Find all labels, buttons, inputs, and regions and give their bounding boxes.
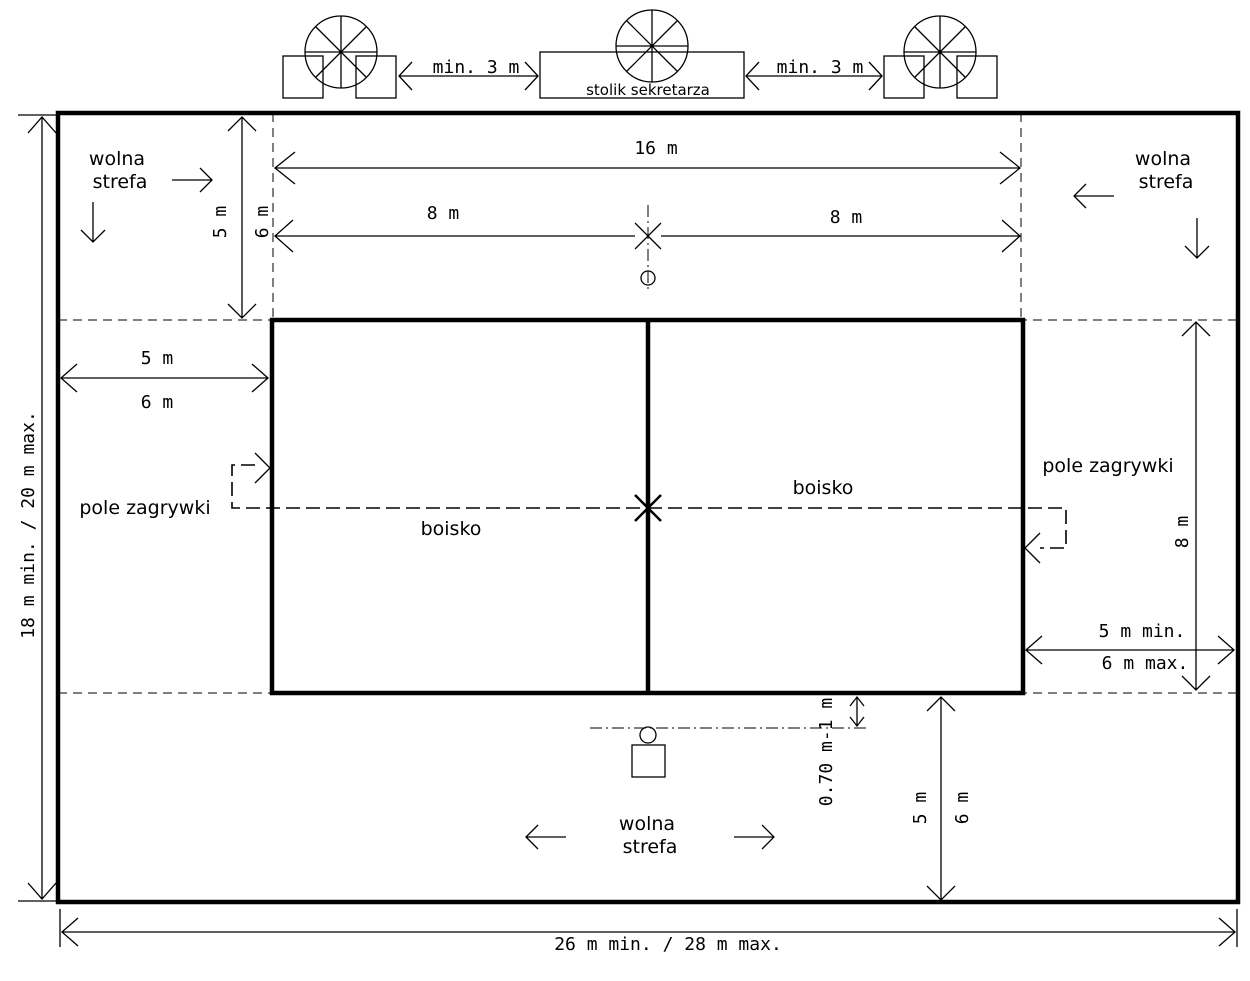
chair-center: [615, 9, 689, 83]
serve-path-left: [231, 464, 648, 509]
free-zone-label-top-left: wolna strefa: [89, 148, 151, 193]
svg-text:8 m: 8 m: [830, 207, 863, 228]
dim-right-zone: 5 m min. 6 m max.: [1025, 621, 1235, 674]
referee-first-mark: [640, 270, 656, 286]
free-zone-label-top-right: wolna strefa: [1135, 148, 1197, 193]
scorer-table-label: stolik sekretarza: [586, 81, 710, 99]
free-zone-label-bottom: wolna strefa: [619, 813, 681, 858]
dim-total-width: 18 m min. / 20 m max.: [18, 114, 57, 902]
serve-area-label-left: pole zagrywki: [79, 497, 210, 519]
table-gap-left-label: min. 3 m: [433, 57, 520, 78]
free-zone-arrow-right: [172, 167, 213, 193]
svg-text:0.70 m-1 m: 0.70 m-1 m: [816, 698, 837, 806]
serve-arrow-right: [1024, 532, 1041, 564]
svg-text:5 m: 5 m: [210, 206, 231, 239]
court-label-left: boisko: [421, 518, 482, 540]
svg-text:6 m: 6 m: [141, 392, 174, 413]
svg-text:6 m: 6 m: [252, 206, 273, 239]
svg-text:6 m max.: 6 m max.: [1102, 653, 1189, 674]
scorer-table: [539, 51, 745, 99]
serve-path-right: [648, 507, 1067, 549]
svg-text:5 m: 5 m: [141, 348, 174, 369]
net-post-mark: [634, 222, 662, 250]
svg-text:6 m: 6 m: [952, 792, 973, 825]
svg-text:26 m min. / 28 m max.: 26 m min. / 28 m max.: [554, 934, 782, 955]
dim-8m-left: 8 m: [274, 203, 635, 253]
free-zone-arrow-left-bottom: [525, 824, 566, 850]
svg-text:8 m: 8 m: [1172, 516, 1193, 549]
dim-top-zone: 5 m 6 m: [210, 116, 273, 319]
scorer-table-group: stolik sekretarza min. 3 m min. 3 m: [282, 9, 998, 99]
referee-second: [590, 726, 866, 778]
free-zone-arrow-right-bottom: [734, 824, 775, 850]
free-zone-arrow-left: [1073, 183, 1114, 209]
dim-8m-right: 8 m: [661, 207, 1021, 253]
table-gap-right-label: min. 3 m: [777, 57, 864, 78]
free-zone-arrow-down-right: [1184, 218, 1210, 259]
outer-boundary: [55, 110, 1241, 905]
dim-referee-offset: 0.70 m-1 m: [816, 695, 865, 806]
dim-16m: 16 m: [273, 138, 1022, 185]
dim-left-zone: 5 m 6 m: [60, 348, 269, 413]
table-gap-right-arrow: [745, 61, 883, 91]
table-gap-left-arrow: [398, 61, 539, 91]
dim-bottom-zone: 5 m 6 m: [910, 696, 973, 901]
svg-text:18 m min. / 20 m max.: 18 m min. / 20 m max.: [18, 411, 39, 639]
chair-right: [883, 15, 998, 99]
chair-left: [282, 15, 397, 99]
serve-area-label-right: pole zagrywki: [1042, 455, 1173, 477]
svg-text:5 m: 5 m: [910, 792, 931, 825]
dim-total-length: 26 m min. / 28 m max.: [59, 909, 1238, 955]
dim-court-width-8m: 8 m: [1172, 321, 1211, 691]
svg-text:5 m min.: 5 m min.: [1099, 621, 1186, 642]
free-zone-arrow-down: [80, 202, 106, 243]
serve-arrow-left: [254, 452, 271, 484]
court-label-right: boisko: [793, 477, 854, 499]
svg-text:8 m: 8 m: [427, 203, 460, 224]
svg-text:16 m: 16 m: [634, 138, 677, 159]
